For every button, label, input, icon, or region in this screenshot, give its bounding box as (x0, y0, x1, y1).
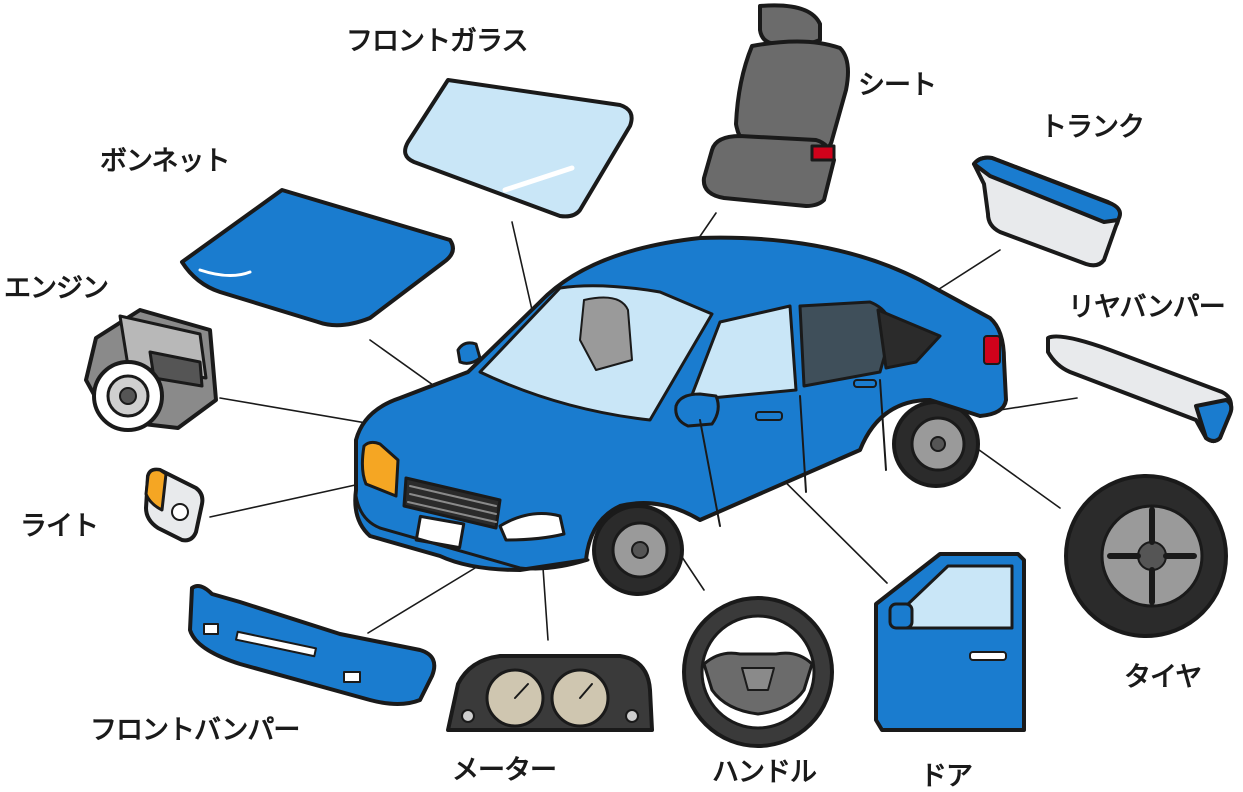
engine-part (84, 308, 218, 432)
label-front-bumper: フロントバンパー (90, 715, 300, 746)
meter-part (446, 654, 654, 732)
seat-part (701, 3, 850, 208)
label-trunk: トランク (1040, 112, 1145, 143)
label-rear-bumper: リヤバンパー (1068, 292, 1226, 323)
tire-part (1064, 474, 1228, 638)
headlight-part (144, 467, 205, 543)
steering-wheel-part (682, 596, 834, 748)
rear-bumper-part (1046, 334, 1234, 443)
label-front-glass: フロントガラス (346, 26, 528, 57)
label-light: ライト (20, 511, 99, 542)
label-tire: タイヤ (1124, 662, 1202, 693)
front-glass-part (403, 78, 634, 219)
label-seat: シート (858, 70, 937, 101)
door-part (874, 552, 1026, 732)
label-bonnet: ボンネット (100, 146, 230, 177)
car-illustration (353, 235, 1008, 596)
label-door: ドア (920, 761, 973, 792)
label-meter: メーター (452, 755, 557, 786)
label-engine: エンジン (4, 273, 109, 304)
front-bumper-part (188, 584, 437, 706)
trunk-part (972, 155, 1122, 268)
label-handle: ハンドル (712, 757, 817, 788)
bonnet-part (180, 188, 455, 328)
